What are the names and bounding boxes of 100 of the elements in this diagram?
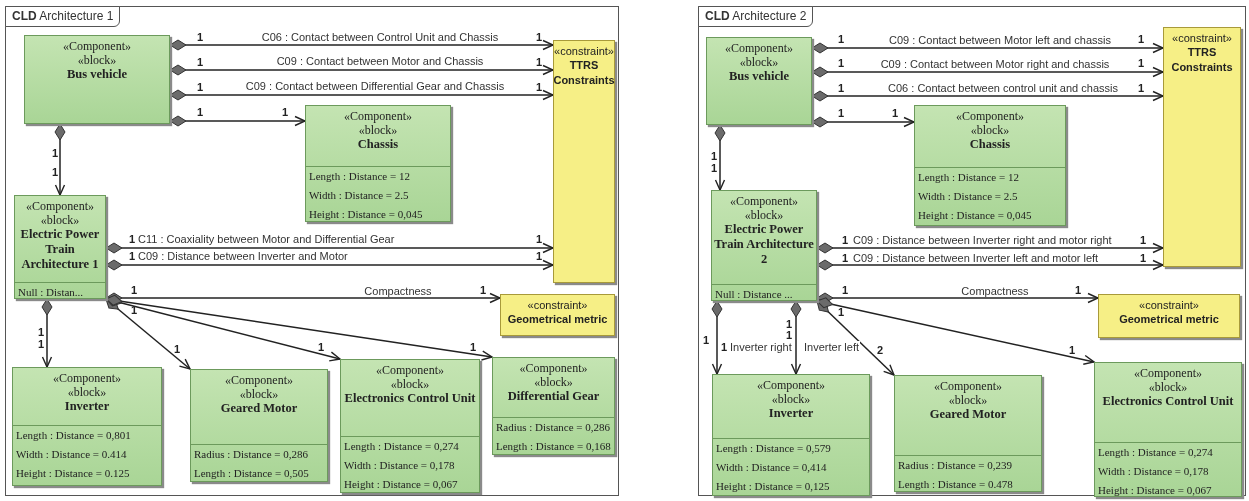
edge-label: C11 : Coaxiality between Motor and Differential Gear [137,233,396,245]
block-box [14,195,106,299]
stereotype-label: «Component» [53,371,121,385]
stereotype-label: «Component» [519,361,588,375]
block-name: Differential Gear [507,389,600,404]
block-name: Electronics Control Unit [344,391,476,406]
block-name: Electric Power Train Architecture 1 [19,227,101,272]
multiplicity-label: 1 [1069,344,1076,356]
composition-arrow [105,259,554,271]
attribute-text: Null : Distance ... [715,287,794,302]
edge-label: C09 : Contact between Motor left and chassis [888,34,1112,46]
composition-arrow [105,242,554,254]
multiplicity-label: 1 [786,318,793,330]
stereotype-label: «block» [77,53,117,67]
frame-title: CLD Architecture 1 [5,6,121,27]
stereotype-label: «block» [744,208,784,222]
composition-arrow [169,89,554,101]
stereotype-label: «block» [970,123,1010,137]
composition-arrow [169,64,554,76]
attribute-text: Length : Distance = 12 [309,169,411,184]
block-name: TTRS Constraints [1170,45,1234,75]
multiplicity-label: 1 [1138,33,1145,45]
multiplicity-label: 1 [711,162,718,174]
multiplicity-label: 1 [842,284,849,296]
edge-label: C09 : Distance between Inverter left and motor left [852,252,1100,264]
stereotype-label: «Component» [725,41,793,55]
diagram-frame [698,6,1246,496]
multiplicity-label: 1 [838,33,845,45]
attribute-text: Radius : Distance = 0,286 [194,447,310,462]
block-name: Electric Power Train Architecture 2 [713,222,815,267]
multiplicity-label: 1 [838,82,845,94]
composition-arrow [169,115,306,127]
block-box [706,37,812,125]
attribute-text: Radius : Distance = 0,286 [496,420,611,435]
multiplicity-label: 1 [174,343,181,355]
block-box [914,105,1066,226]
multiplicity-label: 1 [480,284,487,296]
multiplicity-label: 1 [842,234,849,246]
attribute-text: Length : Distance = 0,274 [1098,445,1214,460]
stereotype-label: «block» [239,387,279,401]
edge-label: C06 : Contact between control unit and chassis [887,82,1119,94]
attribute-text: Length : Distance = 12 [918,170,1020,185]
multiplicity-label: 1 [318,341,325,353]
multiplicity-label: 1 [52,147,59,159]
stereotype-label: «Component» [225,373,293,387]
block-box [712,374,870,496]
stereotype-label: «constraint» [554,44,614,58]
attribute-text: Height : Distance = 0,067 [344,477,459,492]
multiplicity-label: 1 [129,250,136,262]
multiplicity-label: 1 [1138,57,1145,69]
stereotype-label: «Component» [63,39,131,53]
block-box [12,367,162,486]
composition-arrow [54,123,66,196]
stereotype-label: «block» [534,375,573,389]
multiplicity-label: 1 [1140,252,1147,264]
block-box [1094,362,1242,497]
multiplicity-label: 1 [282,106,289,118]
block-name: Geared Motor [929,407,1007,422]
block-name: Chassis [969,137,1011,152]
block-name: TTRS Constraints [553,58,615,88]
block-name: Inverter [64,399,110,414]
multiplicity-label: 1 [197,81,204,93]
composition-arrow [816,292,1099,304]
block-box [24,35,170,124]
multiplicity-label: 1 [197,56,204,68]
block-name: Bus vehicle [66,67,128,82]
composition-arrow [811,116,915,128]
composition-arrow [714,124,726,191]
composition-arrow [41,298,53,368]
attribute-text: Width : Distance = 2.5 [309,188,410,203]
block-name: Bus vehicle [728,69,790,84]
attribute-text: Radius : Distance = 0,239 [898,458,1014,473]
block-box [894,375,1042,492]
stereotype-label: «block» [67,385,107,399]
stereotype-label: «block» [739,55,779,69]
attribute-text: Width : Distance = 0.414 [16,447,128,462]
composition-arrow [816,259,1164,271]
multiplicity-label: 1 [1075,284,1082,296]
attribute-text: Length : Distance = 0,505 [194,466,310,481]
multiplicity-label: 2 [877,344,884,356]
multiplicity-label: 1 [536,250,543,262]
block-name: Geared Motor [220,401,298,416]
attribute-text: Length : Distance = 0,274 [344,439,460,454]
attribute-text: Length : Distance = 0,801 [16,428,132,443]
constraint-box [553,40,615,283]
stereotype-label: «block» [40,213,80,227]
stereotype-label: «block» [1148,380,1188,394]
block-name: Geometrical metric [507,312,608,327]
constraint-box [500,294,615,336]
multiplicity-label: 1 [536,81,543,93]
multiplicity-label: 1 [838,107,845,119]
multiplicity-label: 1 [838,57,845,69]
attribute-text: Length : Distance = 0,579 [716,441,832,456]
stereotype-label: «Component» [344,109,412,123]
attribute-text: Null : Distan... [18,285,85,300]
stereotype-label: «constraint» [1139,298,1199,312]
block-name: Inverter [768,406,814,421]
multiplicity-label: 1 [703,334,710,346]
block-name: Electronics Control Unit [1102,394,1234,409]
multiplicity-label: 1 [197,31,204,43]
